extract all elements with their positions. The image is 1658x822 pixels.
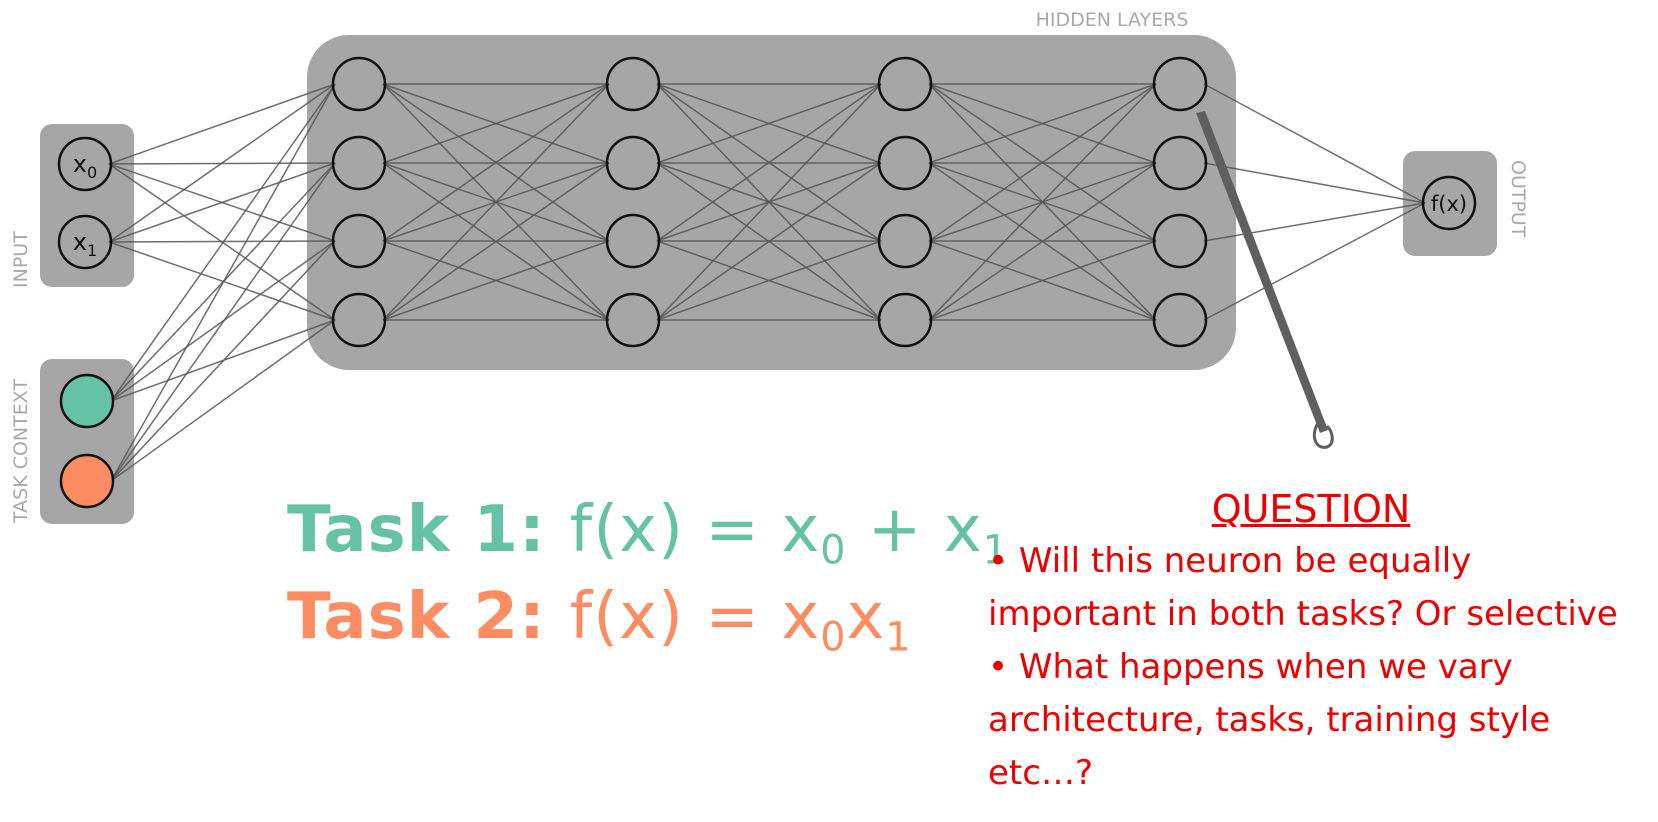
hidden-neuron-l2-n4 [605,292,661,348]
connection-line [656,162,882,321]
connection-line [108,83,336,243]
probe-needle-icon [1196,111,1334,449]
hidden-neuron-l1-n2 [331,135,387,191]
connection-line [382,83,610,321]
question-line: • What happens when we vary [988,647,1513,687]
connection-line [110,319,336,482]
connection-line [928,83,1157,321]
question-box: QUESTION • Will this neuron be equally i… [988,485,1648,800]
connection-line [1203,202,1426,242]
connection-line [928,162,1157,321]
connection-line [656,83,882,321]
hidden-neuron-l2-n3 [605,213,661,269]
task2-equation: Task 2: f(x) = x0x1 [287,580,912,661]
connection-line [382,162,610,321]
connection-line [656,240,882,321]
connection-line [928,83,1157,242]
hidden-neuron-l2-n2 [605,135,661,191]
hidden-neuron-l4-n4 [1152,292,1208,348]
input-node-x1: x1 [57,214,113,270]
task2-context-node [59,453,115,509]
hidden-neuron-l1-n1 [331,56,387,112]
hidden-neuron-l3-n2 [877,135,933,191]
connection-line [382,240,610,321]
connection-line [110,83,336,482]
connection-line [108,162,336,243]
hidden-neuron-l1-n3 [331,213,387,269]
hidden-neuron-l3-n3 [877,213,933,269]
task2-label: Task 2: [287,580,546,654]
connection-line [110,240,336,482]
connection-line [1203,202,1426,321]
task2-formula: f(x) = x0x1 [569,580,912,661]
connection-line [108,83,336,165]
output-panel [1403,151,1497,256]
hidden-neurons [331,56,1208,348]
hidden-neuron-l1-n4 [331,292,387,348]
hidden-neuron-l4-n3 [1152,213,1208,269]
hidden-neuron-l4-n2 [1152,135,1208,191]
connection-line [110,83,336,402]
input-node-x0: x0 [57,136,113,192]
hidden-neuron-l4-n1 [1152,56,1208,112]
input-label: INPUT [10,231,32,288]
svg-text:x0: x0 [73,150,97,182]
hidden-layers-label: HIDDEN LAYERS [1036,9,1189,31]
question-heading: QUESTION [1211,487,1411,531]
connection-line [108,240,336,243]
task1-context-node [59,373,115,429]
connection-line [928,240,1157,321]
connection-line [928,83,1157,164]
connection-line [1203,162,1426,204]
task1-label: Task 1: [287,493,546,567]
hidden-neuron-l3-n4 [877,292,933,348]
question-line: • Will this neuron be equally [988,541,1472,581]
question-line: important in both tasks? Or selective [988,594,1618,634]
svg-text:x1: x1 [73,228,97,260]
connection-line [382,83,610,242]
task1-equation: Task 1: f(x) = x0 + x1 [287,493,1009,574]
question-line: etc…? [988,753,1093,793]
output-label: OUTPUT [1507,160,1529,238]
connection-line [656,83,882,242]
connection-lines [108,83,1426,482]
svg-text:f(x): f(x) [1431,192,1467,216]
hidden-neuron-l3-n1 [877,56,933,112]
connection-line [1203,83,1426,204]
connection-line [656,83,882,164]
output-node: f(x) [1421,175,1477,231]
connection-line [110,162,336,482]
task-context-label: TASK CONTEXT [10,379,32,524]
connection-line [382,83,610,164]
hidden-neuron-l2-n1 [605,56,661,112]
task1-formula: f(x) = x0 + x1 [569,493,1009,574]
input-panel [40,124,134,287]
question-line: architecture, tasks, training style [988,700,1551,740]
connection-line [108,241,336,321]
